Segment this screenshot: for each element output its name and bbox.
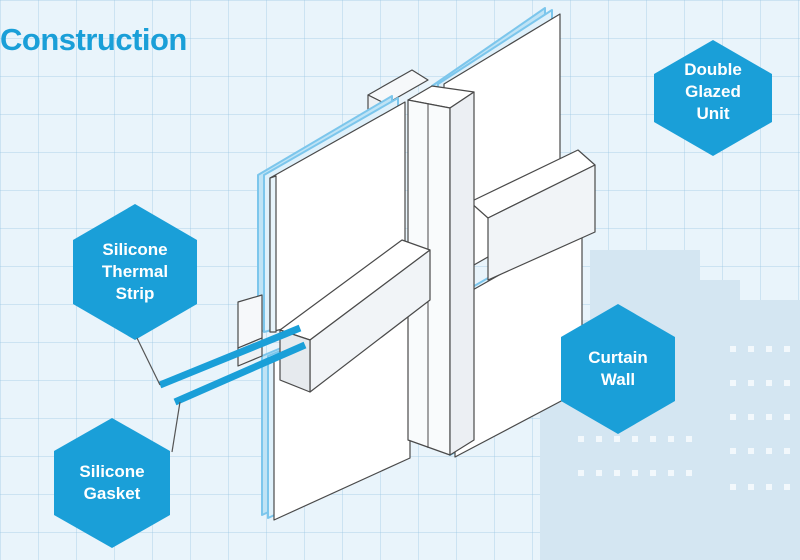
transom-right [469, 149, 596, 281]
label-silicone-thermal-strip: Silicone Thermal Strip [101, 240, 169, 303]
hexagon-silicone-thermal-strip [73, 204, 197, 340]
hexagon-double-glazed-unit [654, 40, 772, 156]
label-curtain-wall: Curtain Wall [588, 348, 648, 389]
silicone-strips [158, 324, 307, 406]
glass-panel-lower-right [449, 225, 583, 458]
hexagon-curtain-wall [561, 304, 675, 434]
page-title: Construction [0, 22, 187, 57]
label-double-glazed-unit: Double Glazed Unit [684, 60, 742, 123]
label-silicone-gasket: Silicone Gasket [79, 462, 145, 503]
hexagon-silicone-gasket [54, 418, 170, 548]
leader-lines [136, 337, 181, 453]
building-windows [578, 346, 790, 490]
